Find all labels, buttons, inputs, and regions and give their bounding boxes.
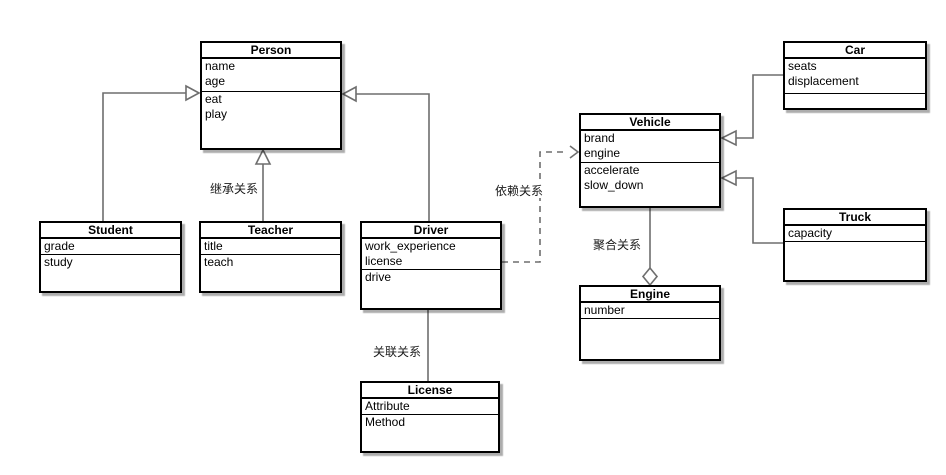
class-box-person[interactable]: Person name age eat play [200,41,342,150]
attribute: license [365,254,403,268]
class-attributes-driver: work_experience license [362,239,500,270]
edge-teacher-person-inheritance[interactable] [254,148,272,221]
class-methods-engine [581,319,719,359]
class-box-engine[interactable]: Engine number [579,285,721,361]
attribute: Attribute [365,399,410,413]
method: play [205,107,228,121]
attribute: capacity [788,226,833,240]
class-methods-license: Method [362,415,498,451]
class-title-person: Person [202,43,340,59]
class-box-car[interactable]: Car seats displacement [783,41,927,110]
class-attributes-student: grade [41,239,180,255]
class-title-truck: Truck [785,210,925,226]
class-attributes-car: seats displacement [785,59,925,94]
class-methods-car [785,94,925,108]
class-methods-vehicle: accelerate slow_down [581,163,719,206]
class-methods-student: study [41,255,180,291]
method: study [44,255,73,269]
method: accelerate [584,163,640,177]
method: eat [205,92,222,106]
class-title-student: Student [41,223,180,239]
class-methods-driver: drive [362,270,500,308]
class-attributes-license: Attribute [362,399,498,415]
edge-driver-person-inheritance[interactable] [341,85,430,221]
attribute: displacement [788,74,859,88]
attribute: seats [788,59,817,73]
method: Method [365,415,406,429]
attribute: grade [44,239,75,253]
class-attributes-vehicle: brand engine [581,131,719,163]
attribute: brand [584,131,615,145]
class-title-teacher: Teacher [201,223,340,239]
edge-truck-vehicle-inheritance[interactable] [720,169,783,244]
attribute: age [205,74,226,88]
attribute: work_experience [365,239,456,253]
class-box-truck[interactable]: Truck capacity [783,208,927,282]
class-attributes-teacher: title [201,239,340,255]
attribute: number [584,303,625,317]
class-methods-teacher: teach [201,255,340,291]
edge-driver-vehicle-dependency[interactable] [502,145,580,263]
class-attributes-person: name age [202,59,340,92]
class-attributes-engine: number [581,303,719,319]
attribute: engine [584,146,621,160]
class-attributes-truck: capacity [785,226,925,242]
method: slow_down [584,178,644,192]
class-title-driver: Driver [362,223,500,239]
class-title-vehicle: Vehicle [581,115,719,131]
class-box-student[interactable]: Student grade study [39,221,182,293]
edge-label-association: 关联关系 [372,345,423,359]
class-title-car: Car [785,43,925,59]
class-title-license: License [362,383,498,399]
class-box-driver[interactable]: Driver work_experience license drive [360,221,502,310]
class-title-engine: Engine [581,287,719,303]
edge-label-aggregation: 聚合关系 [592,238,643,252]
class-box-vehicle[interactable]: Vehicle brand engine accelerate slow_dow… [579,113,721,208]
edge-label-dependency: 依赖关系 [494,184,545,198]
class-methods-person: eat play [202,92,340,148]
edge-label-inheritance: 继承关系 [209,182,260,196]
edge-car-vehicle-inheritance[interactable] [720,74,783,147]
class-box-teacher[interactable]: Teacher title teach [199,221,342,293]
edge-vehicle-engine-aggregation[interactable] [641,208,659,287]
attribute: name [205,59,236,73]
method: drive [365,270,392,284]
attribute: title [204,239,223,253]
class-methods-truck [785,242,925,280]
edge-student-person-inheritance[interactable] [102,84,201,221]
method: teach [204,255,234,269]
class-box-license[interactable]: License Attribute Method [360,381,500,453]
